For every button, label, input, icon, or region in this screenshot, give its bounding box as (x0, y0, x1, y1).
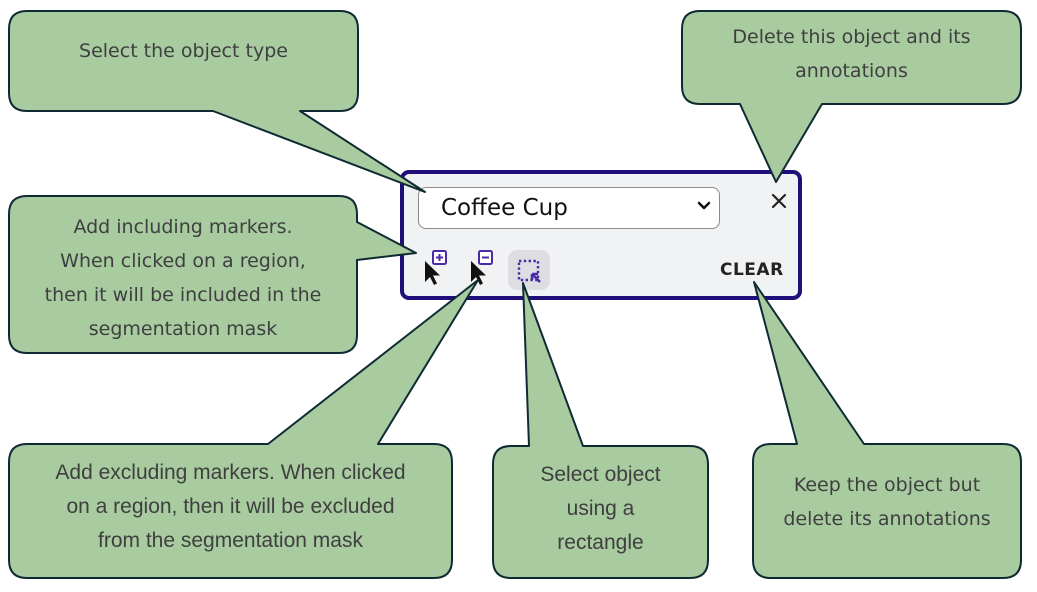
callout-line: then it will be included in the (44, 284, 322, 306)
callout-line: using a (566, 497, 635, 520)
callout-line: Add excluding markers. When clicked (55, 461, 406, 484)
object-type-value: Coffee Cup (441, 195, 568, 221)
clear-button[interactable]: CLEAR (720, 260, 784, 280)
cursor-minus-icon[interactable] (468, 247, 498, 287)
callout-exclude-markers-text: Add excluding markers. When clicked on a… (9, 456, 452, 558)
callout-rectangle-select (492, 282, 709, 579)
callout-line: segmentation mask (88, 318, 278, 340)
callout-rectangle-select-text: Select object using a rectangle (493, 458, 708, 560)
close-icon[interactable] (768, 190, 790, 212)
callout-line: Delete this object and its (732, 26, 971, 48)
callout-line: rectangle (557, 531, 644, 554)
rectangle-select-button[interactable] (508, 250, 550, 290)
callout-line: Keep the object but (793, 474, 981, 496)
callout-include-markers-text: Add including markers. When clicked on a… (9, 210, 357, 343)
dotted-rect-select-icon (517, 259, 541, 283)
callout-select-type-text: Select the object type (9, 34, 358, 68)
callout-select-type (8, 10, 426, 193)
callout-exclude-markers (8, 279, 479, 579)
chevron-down-icon (697, 201, 711, 210)
object-panel: Coffee Cup CLEAR (400, 170, 802, 300)
callout-line: on a region, then it will be excluded (66, 495, 395, 518)
callout-line: Add including markers. (73, 216, 293, 238)
cursor-plus-icon[interactable] (422, 247, 452, 287)
callout-include-markers (8, 195, 417, 354)
callout-line: When clicked on a region, (60, 250, 306, 272)
callout-line: delete its annotations (783, 508, 991, 530)
callout-clear-annotations-text: Keep the object but delete its annotatio… (753, 468, 1021, 536)
callout-delete-object-text: Delete this object and its annotations (682, 20, 1021, 88)
callout-delete-object (681, 10, 1022, 183)
callout-line: annotations (795, 60, 908, 82)
callout-line: Select the object type (79, 40, 288, 62)
object-type-select[interactable]: Coffee Cup (418, 187, 720, 229)
callout-line: from the segmentation mask (98, 529, 363, 552)
callout-line: Select object (540, 463, 661, 486)
callout-clear-annotations (752, 281, 1022, 579)
